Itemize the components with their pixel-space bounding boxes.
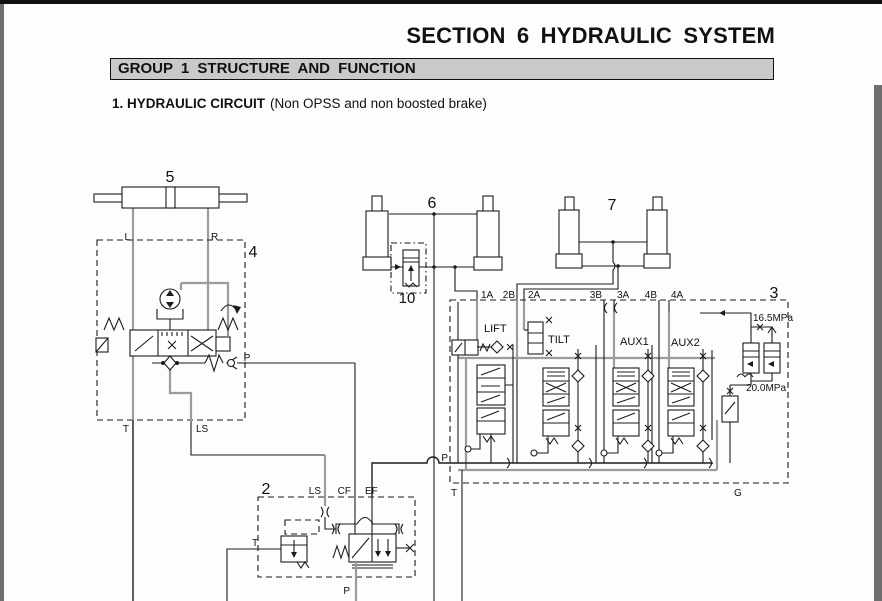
port-label-l: L: [124, 232, 130, 243]
port-label-priority-p: P: [343, 586, 350, 597]
section-label-aux2: AUX2: [671, 337, 700, 349]
mcv-section-aux2: AUX2: [655, 337, 710, 463]
tilt-cylinders: 7: [516, 196, 671, 300]
port-label-2a: 2A: [528, 290, 541, 301]
port-label-3a: 3A: [617, 290, 630, 301]
port-label-steering-t: T: [123, 424, 129, 435]
priority-valve: 2 T LS CF: [226, 481, 416, 601]
component-label-6: 6: [428, 195, 437, 212]
main-control-valve: LIFT TILT: [371, 285, 793, 601]
port-label-priority-ef: EF: [365, 486, 378, 497]
page-top-border: [0, 0, 882, 4]
component-label-7: 7: [608, 197, 617, 214]
port-label-mcv-t: T: [451, 488, 457, 499]
steering-unit: 4 P T LS: [95, 239, 356, 601]
mcv-section-tilt: TILT: [516, 316, 585, 463]
lift-cylinders: 6 10: [362, 195, 503, 601]
port-label-r: R: [211, 232, 218, 243]
section-label-tilt: TILT: [548, 334, 570, 346]
circuit-heading-note: (Non OPSS and non boosted brake): [270, 96, 487, 111]
mcv-section-aux1: AUX1: [600, 336, 655, 463]
component-label-3: 3: [770, 285, 779, 302]
relief-pressure-main: 16.5MPa: [753, 313, 793, 324]
port-label-3b: 3B: [590, 290, 603, 301]
port-label-steering-p: P: [244, 353, 251, 364]
group-header-bar: GROUP 1 STRUCTURE AND FUNCTION: [110, 58, 774, 80]
steering-cylinder: 5 L R: [93, 169, 248, 332]
component-label-4: 4: [249, 244, 258, 261]
component-label-10: 10: [399, 290, 416, 307]
port-label-priority-ls: LS: [309, 486, 322, 497]
section-title: SECTION 6 HYDRAULIC SYSTEM: [406, 23, 775, 48]
port-label-priority-t: T: [252, 538, 258, 549]
page-right-border: [874, 85, 882, 601]
port-label-2b: 2B: [503, 290, 516, 301]
circuit-heading: 1. HYDRAULIC CIRCUIT (Non OPSS and non bo…: [112, 96, 487, 111]
page-left-border: [0, 4, 4, 601]
group-header-label: GROUP 1 STRUCTURE AND FUNCTION: [118, 60, 416, 77]
relief-pressure-aux: 20.0MPa: [746, 383, 786, 394]
down-safety-valve: 10: [390, 242, 427, 307]
port-label-steering-ls: LS: [196, 424, 209, 435]
port-label-priority-cf: CF: [338, 486, 351, 497]
section-label-aux1: AUX1: [620, 336, 649, 348]
component-label-5: 5: [166, 169, 175, 186]
port-label-4b: 4B: [645, 290, 658, 301]
port-label-4a: 4A: [671, 290, 684, 301]
component-label-2: 2: [262, 481, 271, 498]
port-label-1a: 1A: [481, 290, 494, 301]
port-label-mcv-g: G: [734, 488, 742, 499]
mcv-relief-section: 16.5MPa 20.0MPa: [700, 310, 793, 463]
section-label-lift: LIFT: [484, 323, 507, 335]
mcv-section-lift: LIFT: [451, 323, 514, 463]
port-label-mcv-p: P: [441, 453, 448, 464]
circuit-heading-title: 1. HYDRAULIC CIRCUIT: [112, 96, 266, 111]
